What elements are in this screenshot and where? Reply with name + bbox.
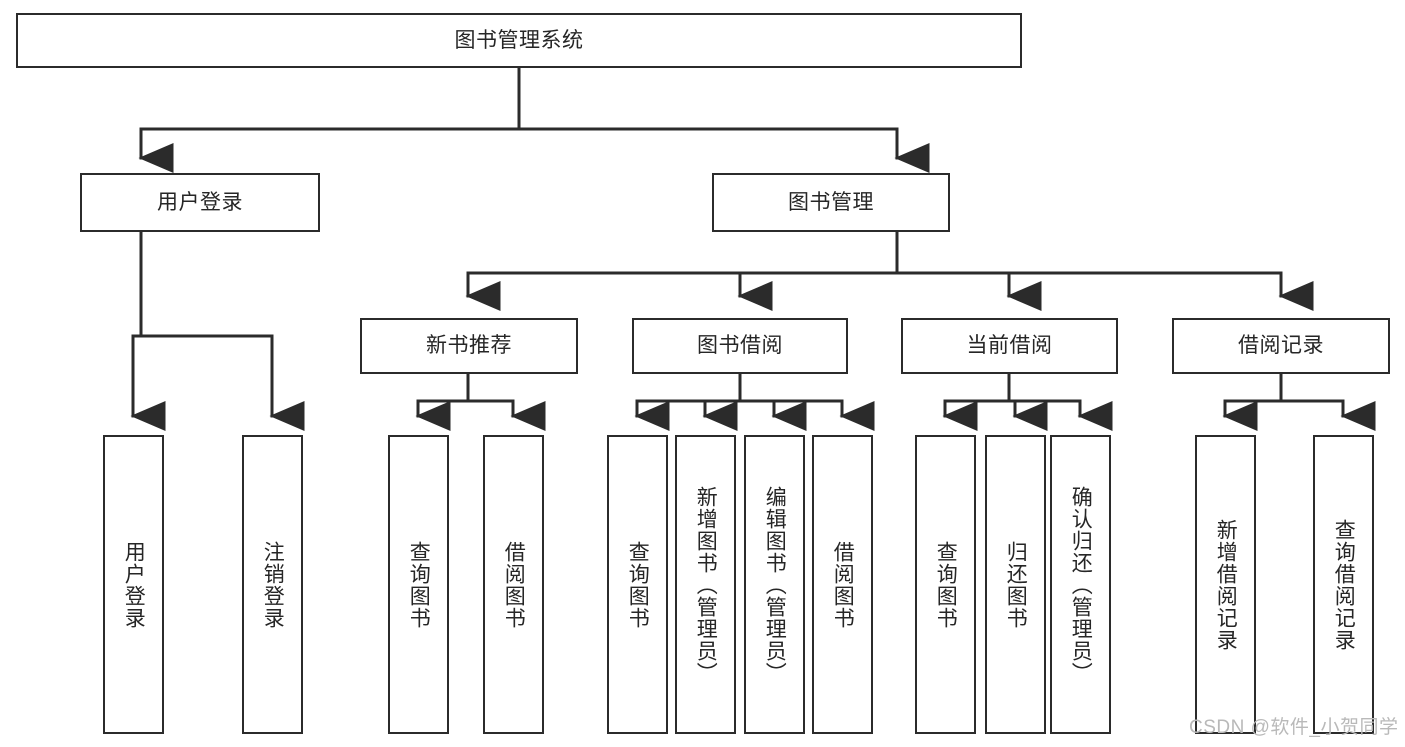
node-label: 新书推荐 — [426, 334, 512, 358]
node-current-borrow[interactable]: 当前借阅 — [901, 318, 1118, 374]
node-root-book-management-system[interactable]: 图书管理系统 — [16, 13, 1022, 68]
node-label: 查询借阅记录 — [1332, 518, 1356, 651]
node-label: 用户登录 — [157, 190, 243, 214]
node-new-book-recommend[interactable]: 新书推荐 — [360, 318, 578, 374]
node-label: 查询图书 — [407, 540, 431, 629]
node-borrow-record[interactable]: 借阅记录 — [1172, 318, 1390, 374]
node-label: 新增图书（管理员） — [694, 485, 718, 684]
node-label: 查询图书 — [626, 540, 650, 629]
node-label: 借阅图书 — [831, 540, 855, 629]
node-label: 新增借阅记录 — [1214, 518, 1238, 651]
csdn-watermark: CSDN @软件_小贺同学 — [1189, 717, 1399, 738]
node-label: 查询图书 — [934, 540, 958, 629]
node-label: 确认归还（管理员） — [1069, 485, 1093, 684]
leaf-book-borrow-edit-book-admin[interactable]: 编辑图书（管理员） — [744, 435, 805, 734]
leaf-borrow-record-add-record[interactable]: 新增借阅记录 — [1195, 435, 1256, 734]
leaf-user-login-signin[interactable]: 用户登录 — [103, 435, 164, 734]
node-user-login[interactable]: 用户登录 — [80, 173, 320, 232]
leaf-book-borrow-borrow-book[interactable]: 借阅图书 — [812, 435, 873, 734]
leaf-current-borrow-confirm-return-admin[interactable]: 确认归还（管理员） — [1050, 435, 1111, 734]
node-label: 编辑图书（管理员） — [763, 485, 787, 684]
node-label: 当前借阅 — [966, 334, 1053, 358]
node-label: 归还图书 — [1004, 540, 1028, 629]
node-label: 用户登录 — [122, 540, 146, 629]
leaf-user-login-signout[interactable]: 注销登录 — [242, 435, 303, 734]
node-book-borrow[interactable]: 图书借阅 — [632, 318, 848, 374]
node-label: 借阅记录 — [1238, 334, 1324, 358]
node-label: 图书管理系统 — [454, 28, 584, 52]
node-label: 图书借阅 — [697, 334, 783, 358]
node-label: 注销登录 — [261, 540, 285, 629]
leaf-book-borrow-add-book-admin[interactable]: 新增图书（管理员） — [675, 435, 736, 734]
node-label: 借阅图书 — [502, 540, 526, 629]
leaf-new-book-query-book[interactable]: 查询图书 — [388, 435, 449, 734]
leaf-book-borrow-query-book[interactable]: 查询图书 — [607, 435, 668, 734]
leaf-new-book-borrow-book[interactable]: 借阅图书 — [483, 435, 544, 734]
leaf-current-borrow-query-book[interactable]: 查询图书 — [915, 435, 976, 734]
node-book-management[interactable]: 图书管理 — [712, 173, 950, 232]
leaf-current-borrow-return-book[interactable]: 归还图书 — [985, 435, 1046, 734]
node-label: 图书管理 — [788, 190, 874, 214]
leaf-borrow-record-query-record[interactable]: 查询借阅记录 — [1313, 435, 1374, 734]
